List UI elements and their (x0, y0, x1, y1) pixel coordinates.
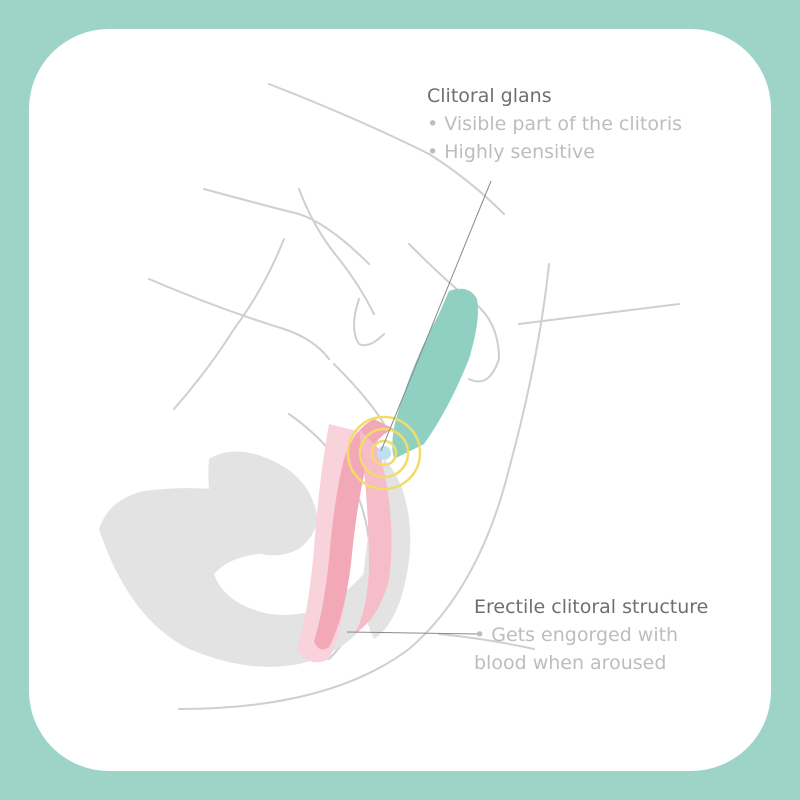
erectile-title: Erectile clitoral structure (474, 596, 709, 618)
erectile-leader-line (346, 631, 478, 635)
erectile-structure (297, 419, 394, 663)
vibration-ring-middle (358, 427, 410, 479)
glans-title: Clitoral glans (427, 85, 552, 107)
vibration-rings (346, 415, 422, 491)
glans-label: Clitoral glans • Visible part of the cli… (427, 82, 682, 166)
hip-line (518, 303, 680, 325)
glans-dot (377, 446, 391, 460)
erectile-bullet-engorged: • Gets engorged with (474, 624, 679, 646)
mons-line (333, 363, 385, 425)
glans-bullet-sensitive: • Highly sensitive (427, 141, 595, 163)
finger-outline (408, 243, 501, 383)
vibration-ring-inner (370, 439, 398, 467)
inner-thigh-line (438, 633, 535, 650)
torso-line (173, 238, 285, 410)
erectile-label: Erectile clitoral structure • Gets engor… (474, 593, 708, 677)
diagram-card: Clitoral glans • Visible part of the cli… (29, 29, 771, 771)
hand-outline (298, 188, 375, 315)
anatomy-illustration (99, 83, 680, 710)
abdomen-line (148, 278, 330, 360)
vibration-ring-outer (346, 415, 422, 491)
thigh-outline (268, 83, 505, 215)
right-leg-outline (178, 263, 550, 710)
erectile-bulb (354, 429, 392, 634)
glans-bullet-visible: • Visible part of the clitoris (427, 113, 682, 135)
erectile-crus (314, 419, 394, 650)
glans-leader-line (380, 180, 492, 452)
erectile-bullet-aroused: blood when aroused (474, 652, 667, 674)
thumb-outline (353, 298, 385, 347)
device-shape (392, 288, 478, 459)
arm-outline (203, 188, 370, 265)
